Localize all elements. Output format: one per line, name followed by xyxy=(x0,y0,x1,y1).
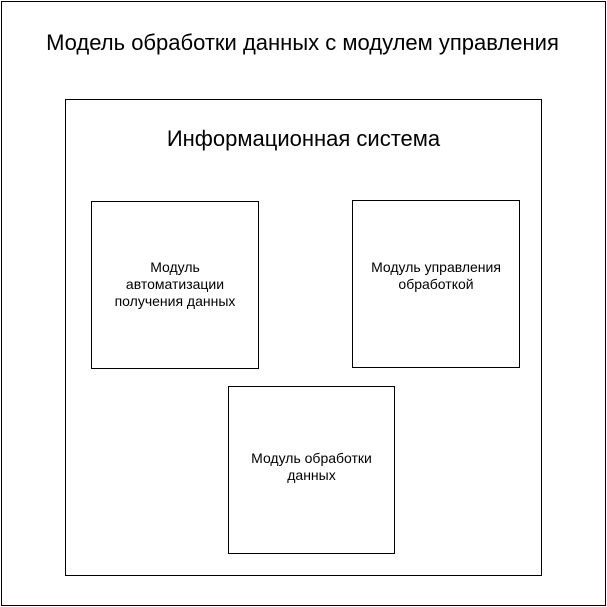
processing-control-module-label: Модуль управления обработкой xyxy=(371,258,501,292)
data-acquisition-module-label: Модуль автоматизации получения данных xyxy=(114,258,236,309)
data-processing-module-label: Модуль обработки данных xyxy=(251,449,372,483)
information-system-frame xyxy=(65,99,542,576)
data-processing-module-box: Модуль обработки данных xyxy=(228,386,395,554)
processing-control-module-box: Модуль управления обработкой xyxy=(352,200,520,368)
data-acquisition-module-box: Модуль автоматизации получения данных xyxy=(91,201,259,369)
information-system-title: Информационная система xyxy=(166,126,441,151)
diagram-title: Модель обработки данных с модулем управл… xyxy=(46,30,559,55)
